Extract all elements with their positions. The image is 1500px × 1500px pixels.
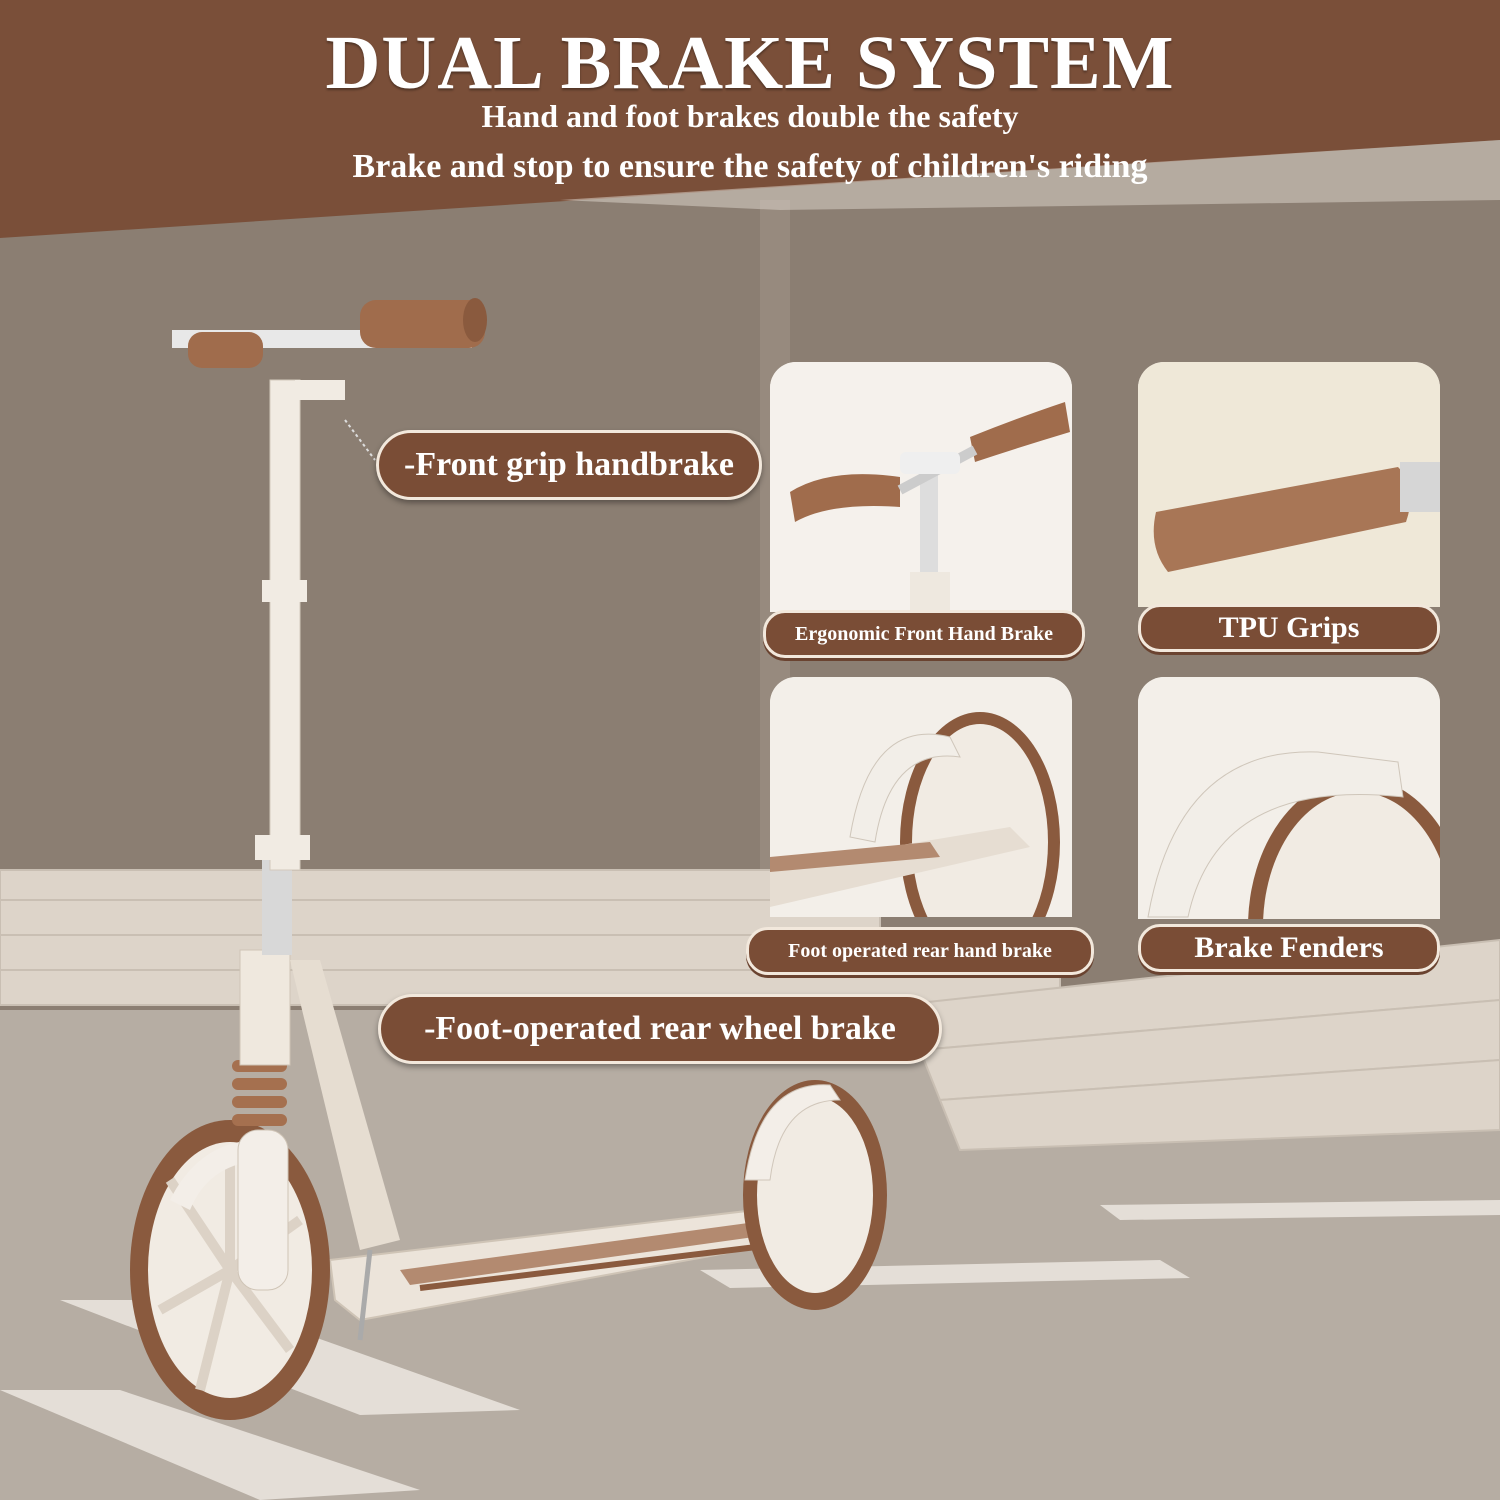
detail-image-rear-brake <box>770 677 1072 917</box>
header-band <box>0 0 1500 238</box>
callout-rear-wheel-brake: -Foot-operated rear wheel brake <box>378 994 942 1064</box>
grip-closeup-image <box>1138 362 1440 607</box>
detail-image-brake-fenders <box>1138 677 1440 919</box>
panel-label-foot-operated-rear-brake: Foot operated rear hand brake <box>746 927 1094 975</box>
subtitle: Hand and foot brakes double the safety <box>481 98 1019 134</box>
detail-image-tpu-grips <box>1138 362 1440 607</box>
subtitle: Brake and stop to ensure the safety of c… <box>352 148 1148 185</box>
callout-front-handbrake: -Front grip handbrake <box>376 430 762 500</box>
panel-label-brake-fenders: Brake Fenders <box>1138 924 1440 972</box>
handlebar-closeup-image <box>770 362 1072 612</box>
page-title: DUAL BRAKE SYSTEM <box>325 21 1175 105</box>
rear-wheel-closeup-image <box>770 677 1072 917</box>
fender-closeup-image <box>1138 677 1440 919</box>
panel-label-tpu-grips: TPU Grips <box>1138 604 1440 652</box>
detail-image-front-hand-brake <box>770 362 1072 612</box>
panel-label-ergonomic-front-hand-brake: Ergonomic Front Hand Brake <box>763 610 1085 658</box>
scooter-illustration <box>130 298 887 1420</box>
